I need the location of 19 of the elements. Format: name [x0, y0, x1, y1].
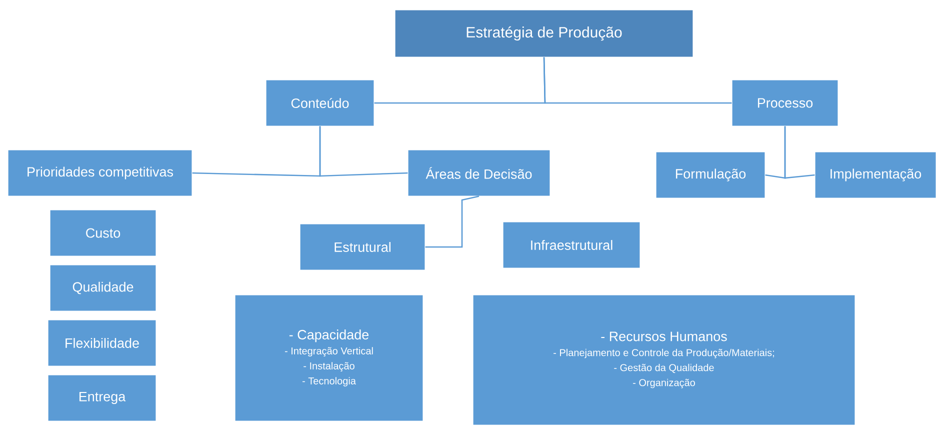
connector-line — [319, 126, 408, 177]
connector-line — [784, 126, 815, 179]
topic-box: Entrega — [48, 374, 156, 422]
topic-box: Prioridades competitivas — [8, 150, 192, 196]
title-box: Estratégia de Produção — [394, 10, 694, 58]
topic-box: Flexibilidade — [48, 320, 156, 366]
topic-box: Custo — [50, 210, 156, 256]
topic-box: Infraestrutural — [502, 222, 640, 268]
list-box: - Recursos Humanos - Planejamento e Controle da Produção/Materiais; - Gestão da Qualidade - Organização — [472, 294, 856, 426]
connector-line — [425, 196, 480, 248]
connector-line — [543, 57, 732, 104]
topic-box: Conteúdo — [266, 80, 374, 126]
topic-box: Formulação — [656, 152, 766, 198]
topic-box: Implementação — [814, 152, 936, 198]
list-box: - Capacidade - Integração Vertical - Instalação - Tecnologia — [234, 294, 424, 422]
topic-box: Processo — [732, 80, 838, 126]
topic-box: Qualidade — [50, 264, 156, 312]
topic-box: Estrutural — [300, 224, 426, 270]
topic-box: Áreas de Decisão — [408, 150, 550, 196]
